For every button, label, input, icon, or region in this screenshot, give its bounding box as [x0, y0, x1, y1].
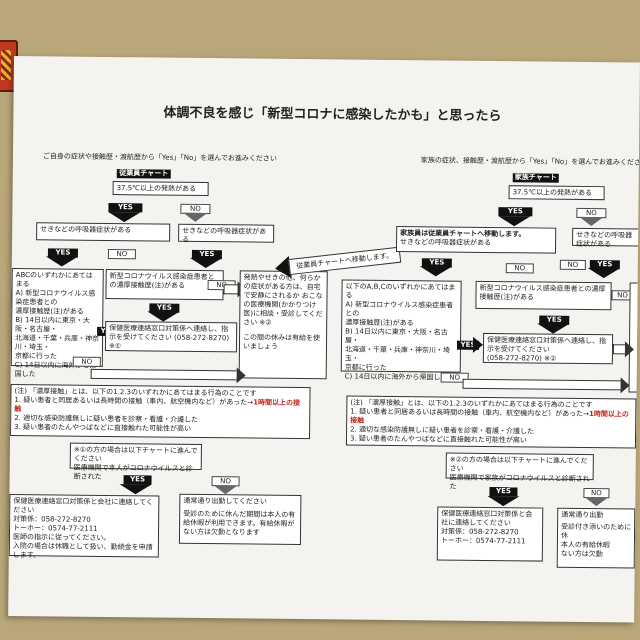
- right-arrow-no-6: [584, 496, 609, 507]
- left-report-line-0: 保健医療連絡窓口対策係と会社に連絡してください: [13, 497, 153, 515]
- right-fever-question[interactable]: 37.5℃以上の発熱がある: [508, 185, 605, 201]
- right-arrow-yes-6: [487, 495, 520, 507]
- left-cough-question-b[interactable]: せきなどの呼吸器症状がある: [178, 223, 275, 244]
- move-to-employee-banner: 従業員チャートへ移動します。: [273, 243, 404, 281]
- left-abc-line-2: B) 14日以内に東京・大阪・名古屋・: [15, 316, 90, 334]
- right-arrow-yes-3: [587, 268, 620, 279]
- left-abc-conditions[interactable]: ABCのいずれかにあてはまる A) 新型コロナウイルス感染症患者との 濃厚接触歴…: [10, 267, 104, 378]
- left-health-center-text: 保健医療連絡窓口対策係へ連絡し、指示を受けてください (058-272-8270…: [108, 324, 230, 351]
- left-contact-text: 新型コロナウイルス感染症患者との濃厚接触歴(注)がある: [109, 272, 215, 290]
- left-arrow-yes-1: [108, 211, 141, 223]
- right-arrow-yes-1: [498, 216, 531, 227]
- right-cough-text-b: せきなどの呼吸器症状がある: [576, 230, 633, 249]
- right-note-3: 3. 疑い患者のたんやつばなどに直接触れた可能性が高い: [349, 434, 527, 445]
- left-abc-line-0: A) 新型コロナウイルス感染症患者との: [15, 289, 96, 307]
- right-contact-question[interactable]: 新型コロナウイルス感染症患者との濃厚接触歴(注)がある: [475, 280, 612, 311]
- left-yes-6: YES: [123, 475, 152, 485]
- left-cough-question-a[interactable]: せきなどの呼吸器症状がある: [36, 222, 171, 242]
- left-intro: ご自身の症状や接触歴・渡航歴から「Yes」「No」を選んでお進みください: [42, 152, 277, 163]
- left-arrow-no-3: [223, 284, 238, 295]
- left-health-center-box[interactable]: 保健医療連絡窓口対策係へ連絡し、指示を受けてください (058-272-8270…: [104, 320, 238, 353]
- left-yes-1: YES: [108, 202, 143, 213]
- family-chart-label: 家族チャート: [512, 173, 559, 183]
- right-abc-title: 以下のA,B,Cのいずれかにあてはまる: [345, 282, 456, 300]
- right-step-label: ※②の方の場合は以下チャートに進んでください: [449, 455, 588, 473]
- right-arrow-to-side: [612, 344, 626, 355]
- right-yes-6: YES: [489, 487, 518, 497]
- right-diagnosis-question: 医療機関で家族がコロナウイルスと診断された: [449, 473, 590, 491]
- left-step-label: ※①の方の場合は以下チャートに進んでください: [73, 445, 198, 463]
- right-step-box[interactable]: ※②の方の場合は以下チャートに進んでください 医療機関で家族がコロナウイルスと診…: [445, 452, 594, 491]
- right-absence-line-0: 通常通り出勤: [561, 510, 604, 520]
- page-title: 体調不良を感じ「新型コロナに感染したかも」と思ったら: [163, 105, 502, 125]
- right-abc-line-3: 北海道・千葉・兵庫・神奈川・埼玉・: [344, 345, 450, 363]
- left-arrow-yes-3: [189, 257, 222, 269]
- right-arrow-yes-5: [472, 336, 484, 353]
- right-no-3: NO: [559, 259, 586, 270]
- left-contact-question[interactable]: 新型コロナウイルス感染症患者との濃厚接触歴(注)がある: [105, 268, 224, 301]
- right-intro: 家族の症状、接触歴・渡航歴から「Yes」「No」を選んでお進みください: [420, 156, 640, 167]
- left-step-box[interactable]: ※①の方の場合は以下チャートに進んでください 医療機関で本人がコロナウイルスと診…: [69, 442, 202, 481]
- right-abc-line-0: A) 新型コロナウイルス感染症患者との: [345, 300, 454, 318]
- left-side-advice-paid-leave: この間の休みは有給を使いましょう: [242, 333, 321, 351]
- right-arrow-no-5: [462, 378, 621, 391]
- right-report-line-3: トーホー：0574-77-2111: [440, 536, 526, 546]
- right-abc-line-2: B) 14日以内に東京・大阪・名古屋・: [344, 327, 448, 345]
- left-arrow-yes-4: [147, 311, 180, 322]
- banner-text: 従業員チャートへ移動します。: [288, 246, 402, 276]
- left-arrow-yes-2: [45, 256, 78, 267]
- left-no-2: NO: [107, 248, 136, 260]
- left-cough-text-b: せきなどの呼吸器症状がある: [182, 226, 267, 244]
- left-side-advice-text: 発熱やせきの他、何らかの症状がある方は、自宅で安静にされるか おこなの医療機関(…: [243, 273, 323, 327]
- left-report-box[interactable]: 保健医療連絡窓口対策係と会社に連絡してください 対策係：058-272-8270…: [8, 493, 160, 560]
- left-arrow-no-1: [183, 212, 208, 223]
- flowchart-sheet: 体調不良を感じ「新型コロナに感染したかも」と思ったら ご自身の症状や接触歴・渡航…: [8, 56, 640, 623]
- left-absence-line-0: 通常通り出勤してください: [183, 496, 267, 506]
- left-arrow-yes-6: [119, 484, 152, 495]
- left-absence-line-1: 受診のために休んだ期間は本人の有給休暇が利用できます。有給休暇がない方は欠勤とな…: [182, 509, 296, 537]
- left-no-4: NO: [72, 356, 101, 367]
- left-note-1: 1. 疑い患者と同居あるいは長時間の接触（車内、航空機内など）があった→: [14, 396, 254, 407]
- right-health-center-text-0: 保健医療連絡窓口対策係へ連絡し、指示を受けてください: [486, 335, 607, 354]
- right-arrow-yes-4: [537, 323, 570, 334]
- right-arrow-yes-2: [419, 266, 452, 277]
- right-move-box[interactable]: 家族員は従業員チャートへ移動します。 せきなどの呼吸器症状がある: [395, 226, 557, 254]
- right-move-sub: せきなどの呼吸器症状がある: [400, 238, 492, 248]
- left-fever-question[interactable]: 37.5℃以上の発熱がある: [112, 181, 209, 197]
- left-abc-title: ABCのいずれかにあてはまる: [15, 271, 93, 289]
- right-abc-conditions[interactable]: 以下のA,B,Cのいずれかにあてはまる A) 新型コロナウイルス感染症患者との …: [340, 279, 462, 382]
- right-absence-box[interactable]: 通常通り出勤 受診付き添いのために休 本人の有給休暇 ない方は欠勤: [556, 507, 636, 569]
- right-side-box-edge: [628, 282, 640, 393]
- left-absence-box[interactable]: 通常通り出勤してください 受診のために休んだ期間は本人の有給休暇が利用できます。…: [178, 493, 302, 546]
- left-arrow-no-5: [213, 485, 238, 495]
- left-report-line-4: 入院の場合は休職として扱い、勤続金を申請します。: [12, 542, 153, 560]
- left-fever-text: 37.5℃以上の発熱がある: [116, 184, 197, 193]
- left-side-advice-box[interactable]: 発熱やせきの他、何らかの症状がある方は、自宅で安静にされるか おこなの医療機関(…: [238, 270, 328, 380]
- right-absence-line-3: ない方は欠勤: [560, 549, 603, 559]
- left-arrow-no-4: [90, 368, 237, 381]
- right-no-2: NO: [505, 263, 534, 274]
- right-fever-text: 37.5℃以上の発熱がある: [512, 188, 593, 198]
- right-arrow-no-1: [579, 216, 604, 227]
- left-close-contact-note: (注) 「濃厚接触」とは、以下の1.2.3のいずれかにあてはまる行為のことです …: [10, 383, 311, 440]
- right-health-center-box[interactable]: 保健医療連絡窓口対策係へ連絡し、指示を受けてください (058-272-8270…: [482, 332, 614, 365]
- right-contact-text: 新型コロナウイルス感染症患者との濃厚接触歴(注)がある: [479, 283, 606, 302]
- right-absence-line-1: 受診付き添いのために休: [560, 522, 632, 540]
- right-yes-1: YES: [498, 207, 533, 217]
- right-close-contact-note: (注) 「濃厚接触」とは、以下の1.2.3のいずれかにあてはまる行為のことです …: [345, 395, 637, 449]
- employee-chart-label: 従業員チャート: [116, 169, 171, 179]
- left-cough-text-a: せきなどの呼吸器症状がある: [40, 225, 132, 235]
- right-cough-question-b[interactable]: せきなどの呼吸器症状がある: [572, 227, 640, 249]
- right-report-box[interactable]: 保健医療連絡窓口対策係と会 社に連絡してください 対策係：058-272-827…: [436, 506, 544, 562]
- left-note-3: 3. 疑い患者のたんやつばなどに直接触れた可能性が高い: [14, 423, 192, 433]
- left-abc-line-3: 北海道・千葉・兵庫・神奈川・埼玉・: [14, 334, 100, 352]
- right-note-1: 1. 疑い患者と同居あるいは長時間の接触（車内、航空機内など）があった→: [350, 407, 590, 419]
- right-health-center-text-1: (058-272-8270) ※②: [486, 353, 557, 363]
